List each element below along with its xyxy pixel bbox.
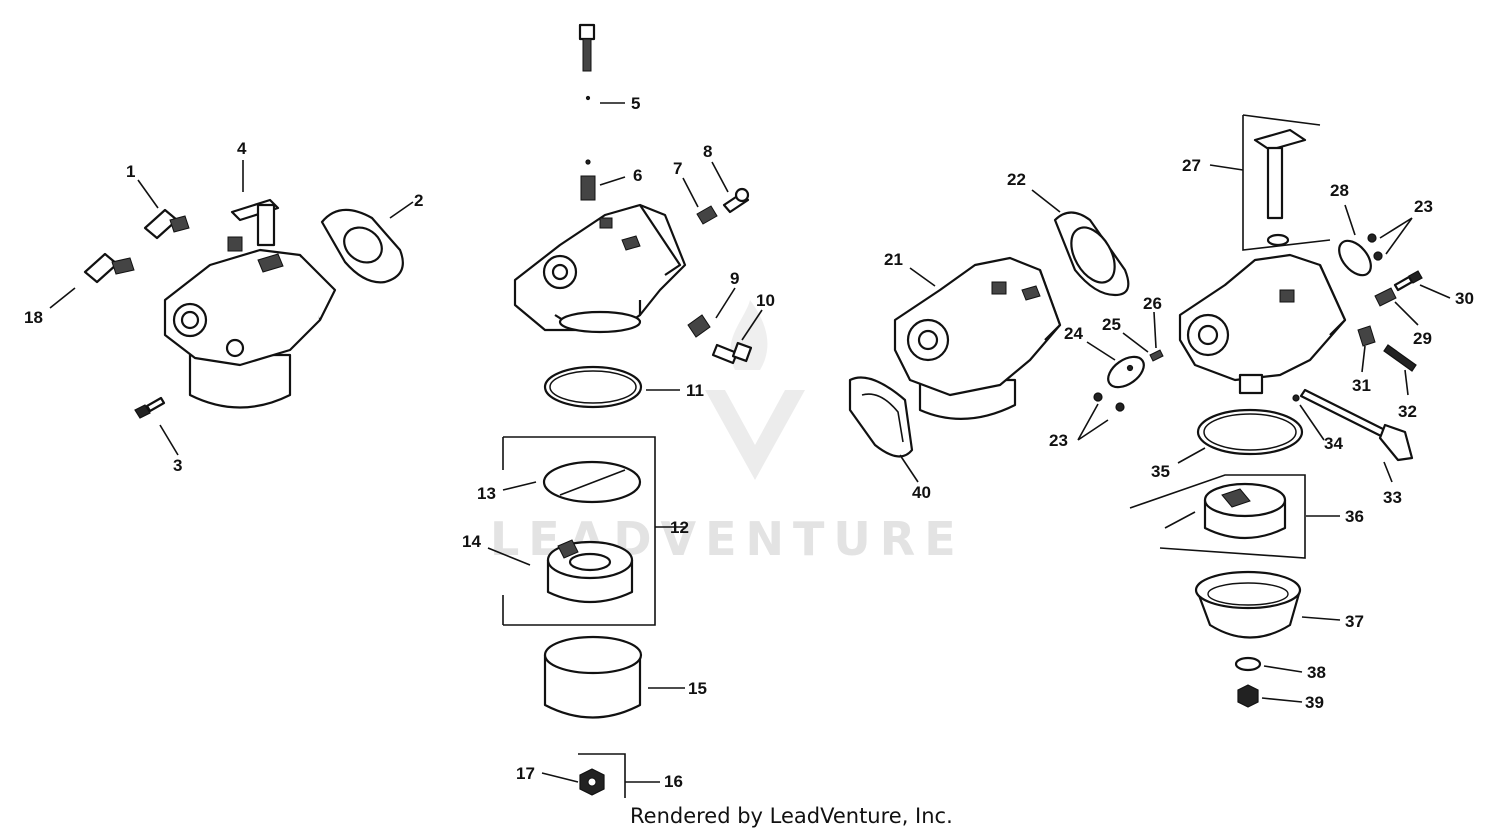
- callout-31: 31: [1352, 376, 1371, 395]
- callout-10: 10: [756, 291, 775, 310]
- callout-22: 22: [1007, 170, 1026, 189]
- callout-14: 14: [462, 532, 481, 551]
- callout-27: 27: [1182, 156, 1201, 175]
- callout-40: 40: [912, 483, 931, 502]
- part-9-spring: [687, 314, 711, 338]
- callout-24: 24: [1064, 324, 1083, 343]
- callout-39: 39: [1305, 693, 1324, 712]
- callout-35: 35: [1151, 462, 1170, 481]
- carburetor-center: [513, 203, 687, 334]
- callout-4: 4: [237, 139, 247, 158]
- callout-8: 8: [703, 142, 712, 161]
- carburetor-right: [1178, 253, 1347, 395]
- callout-33: 33: [1383, 488, 1402, 507]
- carburetor-left: [163, 236, 337, 409]
- part-7-spring: [696, 205, 718, 225]
- callout-15: 15: [688, 679, 707, 698]
- credit-text: Rendered by LeadVenture, Inc.: [630, 804, 953, 828]
- part-13-float: [542, 460, 642, 504]
- callout-3: 3: [173, 456, 182, 475]
- part-36-kit-bracket: [1129, 474, 1306, 559]
- callout-34: 34: [1324, 434, 1343, 453]
- part-37-float-bowl: [1194, 570, 1302, 639]
- part-1-elbow-fitting: [143, 208, 190, 240]
- part-34-pin: [1292, 394, 1300, 402]
- part-23-screws-right: [1367, 233, 1383, 261]
- callout-6: 6: [633, 166, 642, 185]
- callout-9: 9: [730, 269, 739, 288]
- part-40-gasket: [848, 376, 914, 458]
- callout-1: 1: [126, 162, 135, 181]
- callout-32: 32: [1398, 402, 1417, 421]
- part-33-choke-shaft: [1299, 388, 1414, 462]
- part-17-bowl-nut: [579, 768, 605, 796]
- part-6-spring: [580, 159, 596, 201]
- callout-18: 18: [24, 308, 43, 327]
- part-28-plate: [1338, 239, 1372, 277]
- callout-28: 28: [1330, 181, 1349, 200]
- part-31-spring: [1357, 325, 1376, 347]
- leader-lines: [49, 102, 1451, 783]
- part-4-choke-shaft: [230, 198, 280, 247]
- part-5-screw: [578, 23, 596, 101]
- part-36-float: [1164, 482, 1287, 540]
- part-2-gasket: [320, 208, 404, 284]
- callout-26: 26: [1143, 294, 1162, 313]
- part-35-o-ring: [1196, 408, 1304, 456]
- part-18-elbow-fitting: [83, 252, 135, 284]
- callout-11: 11: [686, 381, 704, 400]
- callout-21: 21: [884, 250, 903, 269]
- part-21-carburetor: [893, 256, 1062, 420]
- part-22-gasket: [1053, 211, 1130, 297]
- callout-38: 38: [1307, 663, 1326, 682]
- part-3-screw: [134, 396, 166, 419]
- part-15-float-bowl: [543, 635, 643, 719]
- callout-36: 36: [1345, 507, 1364, 526]
- callout-17: 17: [516, 764, 535, 783]
- callout-29: 29: [1413, 329, 1432, 348]
- part-27-throttle-shaft: [1242, 114, 1331, 251]
- part-8-screw: [722, 187, 750, 214]
- part-32-screw: [1383, 344, 1417, 372]
- part-11-o-ring: [543, 365, 643, 409]
- callout-5: 5: [631, 94, 640, 113]
- part-12-kit-bracket: [503, 436, 656, 626]
- callout-16: 16: [664, 772, 683, 791]
- callout-7: 7: [673, 159, 682, 178]
- part-16-bracket: [578, 753, 626, 798]
- part-29-spring: [1374, 287, 1397, 307]
- callout-12: 12: [670, 518, 689, 537]
- callout-25: 25: [1102, 315, 1121, 334]
- part-14-float: [546, 539, 634, 604]
- leadventure-watermark: LEADVENTURE: [490, 300, 956, 566]
- callout-13: 13: [477, 484, 496, 503]
- part-39-drain-plug: [1237, 684, 1259, 708]
- callout-labels: 1 2 3 4 5 6 7 8 9 10 11 12 13 14 15 16 1…: [24, 94, 1474, 791]
- part-24-plate: [1107, 355, 1145, 389]
- callout-23-left: 23: [1049, 431, 1068, 450]
- part-30-screw: [1393, 270, 1423, 292]
- callout-37: 37: [1345, 612, 1364, 631]
- part-26-spring: [1149, 349, 1164, 362]
- part-23-screws-left: [1093, 392, 1125, 412]
- callout-23-right: 23: [1414, 197, 1433, 216]
- part-10-screw: [711, 341, 753, 365]
- callout-2: 2: [414, 191, 423, 210]
- part-38-washer: [1234, 656, 1262, 672]
- callout-30: 30: [1455, 289, 1474, 308]
